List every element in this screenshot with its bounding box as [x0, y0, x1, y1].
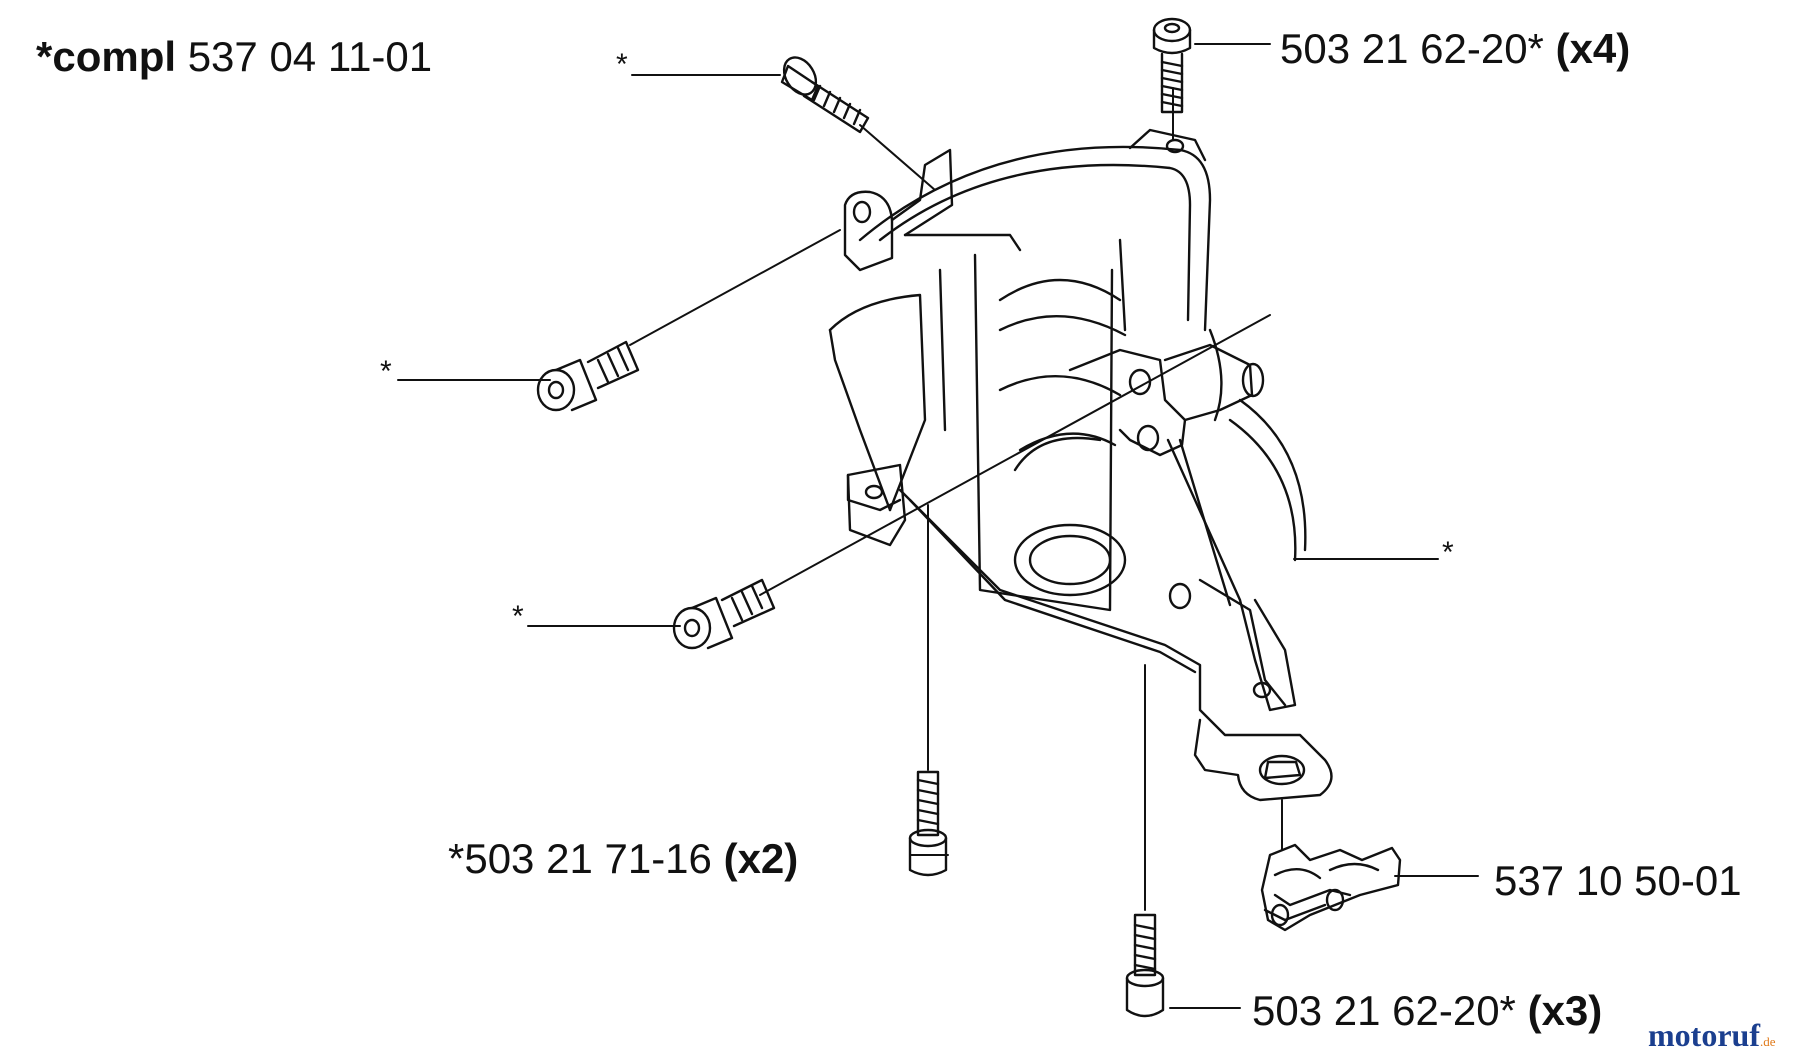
quantity: (x2) — [723, 835, 799, 882]
callout-top-screw: 503 21 62-20* (x4) — [1280, 28, 1630, 70]
screw-upper-left — [780, 56, 870, 134]
screw-top — [1152, 17, 1192, 114]
watermark-name: motoruf — [1648, 1017, 1760, 1053]
callout-bottom-screw: 503 21 62-20* (x3) — [1252, 990, 1602, 1032]
screw-bottom — [1125, 913, 1165, 1018]
watermark-logo: motoruf.de — [1648, 1017, 1776, 1054]
star-marker-upper: * — [616, 48, 628, 81]
assembly-title-prefix: *compl — [36, 33, 177, 80]
part-number: *503 21 71-16 — [448, 835, 712, 882]
star-marker-lower-left: * — [512, 600, 524, 633]
callout-bottom-left-screw: *503 21 71-16 (x2) — [448, 838, 798, 880]
quantity: (x4) — [1555, 25, 1631, 72]
housing-bracket — [828, 128, 1333, 802]
screw-left — [536, 340, 640, 412]
leader-lines — [397, 43, 1479, 1009]
star-marker-left: * — [380, 355, 392, 388]
assembly-title: *compl 537 04 11-01 — [36, 36, 432, 78]
star-marker-right: * — [1442, 536, 1454, 569]
callout-clip: 537 10 50-01 — [1494, 860, 1742, 902]
screw-lower-left — [672, 578, 776, 650]
watermark-tld: .de — [1759, 1034, 1776, 1049]
assembly-part-number: 537 04 11-01 — [187, 33, 433, 80]
screw-bottom-left — [908, 770, 948, 877]
clip-part — [1260, 843, 1402, 932]
part-number: 503 21 62-20* — [1280, 25, 1544, 72]
part-number: 503 21 62-20* — [1252, 987, 1516, 1034]
quantity: (x3) — [1527, 987, 1603, 1034]
part-number: 537 10 50-01 — [1494, 857, 1742, 904]
